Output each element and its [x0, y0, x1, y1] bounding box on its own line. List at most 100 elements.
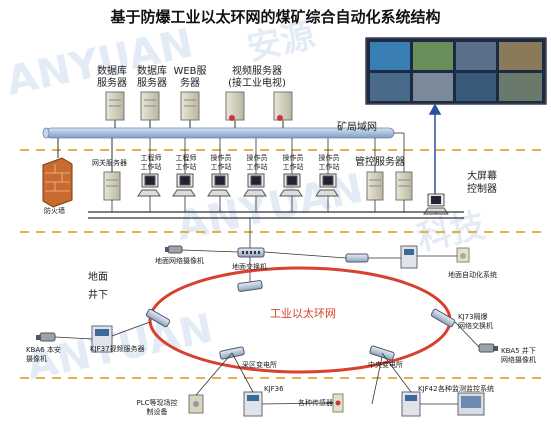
kjf42-label: KJF42 — [418, 385, 438, 393]
monitoring-system-device[interactable] — [457, 392, 485, 416]
workstation-links-down — [111, 196, 437, 248]
screen-link-arrow — [428, 103, 442, 196]
lan-label: 矿局域网 — [337, 122, 377, 133]
control-bus — [88, 211, 464, 219]
gateway-server[interactable] — [103, 171, 121, 201]
workstation-label-4-line-1: 操作员 — [246, 154, 268, 162]
sensor-device[interactable] — [332, 393, 344, 413]
big-screen-label-line-1: 大屏幕 — [467, 171, 497, 182]
big-screen-label: 大屏幕 控制器 — [467, 170, 497, 196]
engineer-workstation-1[interactable] — [137, 173, 161, 197]
kba6-camera[interactable] — [36, 332, 56, 342]
big-screen-controller[interactable] — [423, 193, 449, 215]
kba5-label: KBA5 井下 网络摄像机 — [501, 347, 536, 365]
server-label-3-line-1: WEB服 — [173, 66, 207, 77]
surface-camera-label: 地面网络摄像机 — [155, 257, 204, 265]
control-server-label: 管控服务器 — [355, 157, 405, 168]
workstation-label-3-line-1: 操作员 — [210, 154, 232, 162]
workstation-label-6-line-1: 操作员 — [318, 154, 340, 162]
server-label-1: 数据库 服务器 — [92, 66, 132, 90]
kba6-label-line-2: 摄像机 — [26, 355, 47, 363]
workstation-label-4-line-2: 工作站 — [246, 163, 268, 171]
control-server-1[interactable] — [366, 171, 384, 201]
sensors-label: 各种传感器 — [298, 399, 333, 407]
kjf36-device[interactable] — [243, 391, 263, 417]
kjf36-label: KJF36 — [264, 385, 284, 393]
plc-device[interactable] — [188, 394, 204, 414]
server-label-3: WEB服 务器 — [172, 66, 208, 90]
operator-workstation-4[interactable] — [315, 173, 339, 197]
svg-text:ANYUAN: ANYUAN — [173, 165, 368, 249]
monitoring-label: 各种监测监控系统 — [438, 385, 494, 393]
server-label-1-line-1: 数据库 — [97, 66, 127, 77]
web-server[interactable] — [180, 91, 200, 121]
server-label-2: 数据库 服务器 — [132, 66, 172, 90]
engineer-workstation-2[interactable] — [172, 173, 196, 197]
central-substation-label: 中央变电所 — [368, 361, 403, 369]
workstation-label-5: 操作员 工作站 — [281, 154, 305, 172]
ring-switch-right[interactable] — [430, 308, 456, 328]
workstation-links-up — [149, 138, 329, 174]
control-server-2[interactable] — [395, 171, 413, 201]
operator-workstation-3[interactable] — [279, 173, 303, 197]
surface-automation-device[interactable] — [456, 247, 470, 263]
operator-workstation-1[interactable] — [207, 173, 231, 197]
kj73-label-line-1: KJ73隔爆 — [458, 313, 488, 321]
kjf42-device[interactable] — [401, 391, 421, 417]
server-label-2-line-1: 数据库 — [137, 66, 167, 77]
server-links — [114, 120, 284, 128]
plc-label-line-2: 制设备 — [146, 408, 168, 416]
workstation-label-2-line-2: 工作站 — [175, 163, 197, 171]
server-label-4-line-1: 视频服务器 — [232, 66, 282, 77]
kba6-label: KBA6 本安 摄像机 — [26, 346, 61, 364]
ring-switch-left[interactable] — [145, 308, 171, 328]
workstation-label-3-line-2: 工作站 — [210, 163, 232, 171]
kba5-camera[interactable] — [478, 343, 498, 353]
underground-label: 井下 — [88, 290, 108, 301]
workstation-label-1-line-1: 工程师 — [140, 154, 162, 162]
workstation-label-2-line-1: 工程师 — [175, 154, 197, 162]
video-server-1[interactable] — [225, 91, 245, 121]
kj73-label: KJ73隔爆 网络交换机 — [458, 313, 493, 331]
server-label-2-line-2: 服务器 — [137, 78, 167, 89]
control-server-links-up — [374, 132, 405, 172]
underground-links — [54, 321, 480, 405]
ring-switch-top[interactable] — [237, 280, 263, 292]
workstation-label-5-line-2: 工作站 — [282, 163, 304, 171]
server-label-1-line-2: 服务器 — [97, 78, 127, 89]
workstations — [137, 173, 339, 197]
firewall[interactable] — [42, 157, 73, 208]
kj73-label-line-2: 网络交换机 — [458, 322, 493, 330]
database-server-2[interactable] — [140, 91, 160, 121]
surface-switch[interactable] — [237, 247, 265, 258]
surface-network-camera[interactable] — [165, 245, 183, 254]
big-screen-display[interactable] — [365, 37, 547, 105]
plc-label-line-1: PLC等现场控 — [136, 399, 178, 407]
svg-text:ANYUAN: ANYUAN — [3, 20, 198, 104]
workstation-label-1: 工程师 工作站 — [139, 154, 163, 172]
surface-switch-label: 地面交换机 — [232, 263, 267, 271]
database-server-1[interactable] — [105, 91, 125, 121]
kba6-label-line-1: KBA6 本安 — [26, 346, 61, 354]
server-label-4: 视频服务器 (接工业电视) — [215, 66, 299, 90]
surface-cabinet[interactable] — [400, 245, 418, 269]
workstation-label-4: 操作员 工作站 — [245, 154, 269, 172]
page-title: 基于防爆工业以太环网的煤矿综合自动化系统结构 — [110, 8, 441, 26]
video-server-2[interactable] — [273, 91, 293, 121]
surface-automation-label: 地面自动化系统 — [448, 271, 497, 279]
kba5-label-line-2: 网络摄像机 — [501, 356, 536, 364]
server-label-4-line-2: (接工业电视) — [228, 78, 286, 89]
surface-switch-2[interactable] — [345, 253, 369, 263]
ground-label: 地面 — [88, 272, 108, 283]
ring-label: 工业以太环网 — [270, 307, 336, 320]
kjf37-label: KJF37视频服务器 — [90, 345, 145, 353]
gateway-label: 网关服务器 — [92, 159, 127, 167]
substation-label: 采区变电所 — [242, 361, 277, 369]
plc-label: PLC等现场控 制设备 — [132, 399, 182, 417]
server-label-3-line-2: 务器 — [180, 78, 200, 89]
workstation-label-1-line-2: 工作站 — [140, 163, 162, 171]
workstation-label-2: 工程师 工作站 — [174, 154, 198, 172]
operator-workstation-2[interactable] — [243, 173, 267, 197]
